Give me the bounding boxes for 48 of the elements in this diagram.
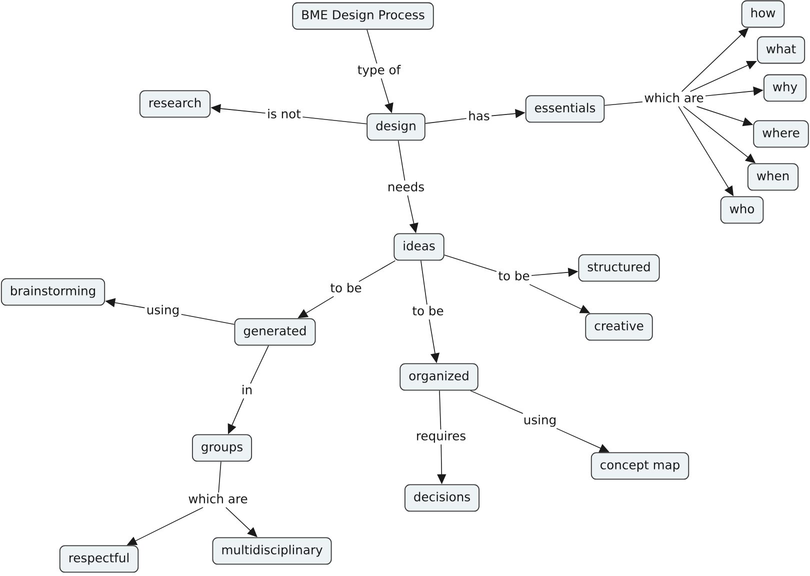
concept-box: who — [720, 196, 764, 224]
connector-line — [250, 345, 269, 384]
linking-phrase: using — [524, 414, 556, 427]
arrow — [226, 507, 258, 538]
concept-box: research — [139, 90, 211, 118]
connector-line — [366, 29, 378, 64]
connector-line — [444, 254, 497, 272]
linking-phrase: has — [469, 110, 490, 120]
concept-box: where — [753, 120, 809, 148]
linking-phrase: type of — [358, 64, 401, 77]
linking-phrase: to be — [330, 282, 362, 292]
concept-box: ideas — [394, 233, 444, 261]
concept-box: generated — [234, 318, 316, 346]
linking-phrase: is not — [268, 108, 301, 118]
connector-line — [604, 101, 643, 106]
concept-box: groups — [192, 434, 252, 462]
concept-box: what — [756, 36, 806, 64]
concept-box: structured — [578, 254, 660, 282]
connector-line — [398, 140, 406, 181]
connector-line — [218, 461, 222, 493]
concept-box: organized — [400, 363, 478, 391]
linking-phrase: using — [147, 304, 178, 317]
concept-box: essentials — [525, 95, 605, 123]
concept-box: respectful — [59, 545, 139, 573]
linking-phrase: to be — [498, 270, 530, 280]
connector-line — [439, 390, 442, 430]
concept-box: decisions — [404, 484, 480, 512]
concept-box: BME Design Process — [292, 2, 434, 30]
connector-line — [424, 118, 467, 124]
linking-phrase: to be — [412, 306, 444, 316]
linking-phrase: in — [242, 384, 252, 394]
linking-phrase: needs — [388, 182, 424, 192]
connector-line — [302, 116, 368, 124]
concept-box: multidisciplinary — [212, 537, 332, 565]
connector-line — [358, 260, 396, 282]
concept-box: when — [747, 163, 799, 191]
concept-box: brainstorming — [0, 278, 106, 306]
concept-box: concept map — [590, 452, 690, 480]
linking-phrase: which are — [188, 494, 248, 504]
linking-phrase: requires — [417, 430, 466, 443]
linking-phrase: which are — [644, 92, 704, 102]
concept-box: design — [366, 113, 426, 141]
concept-box: why — [763, 74, 807, 102]
connector-line — [420, 260, 428, 305]
connector-line — [180, 314, 235, 325]
concept-box: how — [741, 0, 785, 28]
connector-line — [470, 390, 524, 414]
concept-box: creative — [585, 313, 653, 341]
